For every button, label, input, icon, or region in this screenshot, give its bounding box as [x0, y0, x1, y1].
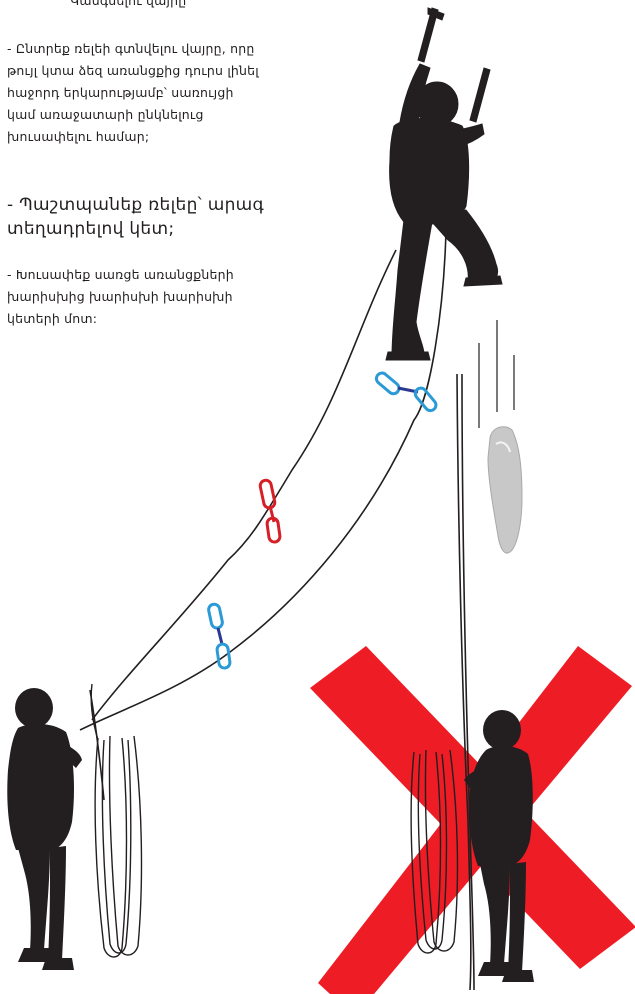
quickdraw-red-icon	[259, 479, 280, 542]
quickdraw-blue-bottom-icon	[208, 603, 231, 668]
belayer-silhouette-icon	[7, 688, 82, 970]
falling-ice-icon	[488, 427, 522, 553]
ice-climber-silhouette-icon	[386, 8, 502, 360]
falling-motion-lines	[479, 320, 514, 428]
rope-coil-left	[91, 684, 141, 957]
quickdraw-blue-top-icon	[374, 371, 438, 413]
